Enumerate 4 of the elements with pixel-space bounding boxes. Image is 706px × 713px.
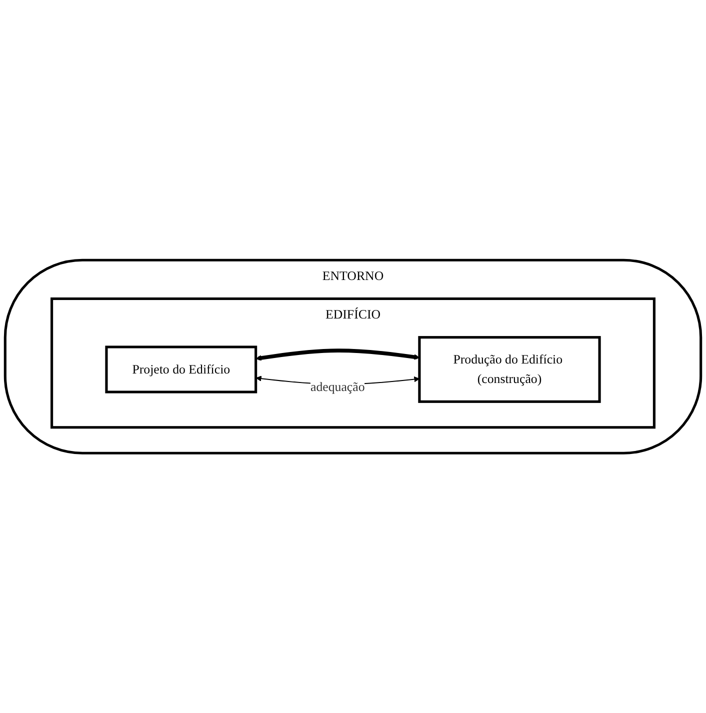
node-box: Projeto do Edifício [105, 346, 258, 394]
edge-label: adequação [310, 380, 365, 394]
arrow [256, 348, 420, 361]
node-box: Produção do Edifício (construção) [418, 336, 601, 403]
